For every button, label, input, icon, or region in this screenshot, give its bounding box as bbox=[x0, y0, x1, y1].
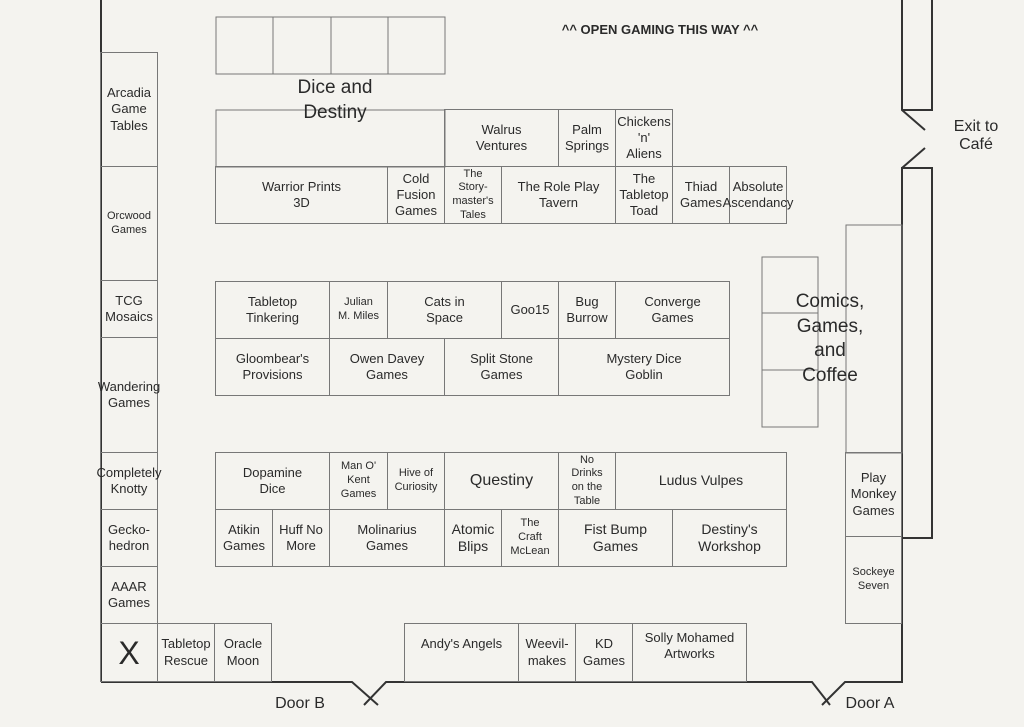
booth[interactable]: Converge Games bbox=[615, 281, 730, 339]
booth[interactable]: Weevil- makes bbox=[518, 623, 576, 682]
booth-x[interactable]: X bbox=[100, 623, 158, 682]
booth[interactable]: TCG Mosaics bbox=[100, 280, 158, 338]
booth[interactable]: AAAR Games bbox=[100, 566, 158, 624]
booth[interactable]: Thiad Games bbox=[672, 166, 730, 224]
booth[interactable]: Mystery Dice Goblin bbox=[558, 338, 730, 396]
booth[interactable]: Goo15 bbox=[501, 281, 559, 339]
door-a-label: Door A bbox=[845, 695, 895, 712]
booth[interactable]: KD Games bbox=[575, 623, 633, 682]
booth[interactable]: Molinarius Games bbox=[329, 509, 445, 567]
booth[interactable]: Sockeye Seven bbox=[845, 536, 902, 624]
booth[interactable]: Chickens 'n' Aliens bbox=[615, 109, 673, 167]
booth[interactable]: Dopamine Dice bbox=[215, 452, 330, 510]
booth[interactable]: Gloombear's Provisions bbox=[215, 338, 330, 396]
booth[interactable]: Bug Burrow bbox=[558, 281, 616, 339]
booth[interactable]: Hive of Curiosity bbox=[387, 452, 445, 510]
booth[interactable]: Palm Springs bbox=[558, 109, 616, 167]
open-gaming-banner: ^^ OPEN GAMING THIS WAY ^^ bbox=[561, 22, 759, 37]
booth[interactable]: Completely Knotty bbox=[96, 452, 162, 510]
booth[interactable]: Fist Bump Games bbox=[558, 509, 673, 567]
booth[interactable]: Huff No More bbox=[272, 509, 330, 567]
booth[interactable]: Arcadia Game Tables bbox=[100, 52, 158, 167]
booth[interactable]: Gecko- hedron bbox=[100, 509, 158, 567]
booth[interactable]: Man O' Kent Games bbox=[329, 452, 388, 510]
booth[interactable]: Oracle Moon bbox=[214, 623, 272, 682]
booth[interactable]: Wandering Games bbox=[98, 337, 160, 453]
exit-to-cafe-label: Exit to Café bbox=[953, 118, 999, 153]
booth[interactable]: Absolute Ascendancy bbox=[723, 166, 793, 224]
booth[interactable]: The Craft McLean bbox=[501, 509, 559, 567]
booth[interactable]: No Drinks on the Table bbox=[558, 452, 616, 510]
booth[interactable]: Cats in Space bbox=[387, 281, 502, 339]
booth[interactable]: The Role Play Tavern bbox=[501, 166, 616, 224]
booth[interactable]: Andy's Angels bbox=[404, 623, 519, 682]
booth[interactable]: Warrior Prints 3D bbox=[215, 166, 388, 224]
booth[interactable]: Orcwood Games bbox=[100, 166, 158, 281]
booth[interactable]: Ludus Vulpes bbox=[615, 452, 787, 510]
booth[interactable]: Julian M. Miles bbox=[329, 281, 388, 339]
door-b-label: Door B bbox=[275, 695, 325, 712]
comics-games-coffee-label: Comics, Games, and Coffee bbox=[795, 291, 865, 387]
booth[interactable]: Destiny's Workshop bbox=[672, 509, 787, 567]
booth[interactable]: Questiny bbox=[444, 452, 559, 510]
booth[interactable]: Solly Mohamed Artworks bbox=[632, 623, 747, 682]
booth[interactable]: Owen Davey Games bbox=[329, 338, 445, 396]
booth[interactable]: Tabletop Rescue bbox=[157, 623, 215, 682]
dice-and-destiny-label: Dice and Destiny bbox=[297, 77, 373, 123]
unlabeled-tables bbox=[215, 16, 903, 454]
booth[interactable]: The Tabletop Toad bbox=[615, 166, 673, 224]
booth[interactable]: Walrus Ventures bbox=[444, 109, 559, 167]
booth[interactable]: Split Stone Games bbox=[444, 338, 559, 396]
booth[interactable]: Tabletop Tinkering bbox=[215, 281, 330, 339]
booth[interactable]: Atomic Blips bbox=[444, 509, 502, 567]
booth[interactable]: The Story- master's Tales bbox=[444, 166, 502, 224]
booth[interactable]: Cold Fusion Games bbox=[387, 166, 445, 224]
booth[interactable]: Atikin Games bbox=[215, 509, 273, 567]
booth[interactable]: Play Monkey Games bbox=[845, 452, 902, 537]
